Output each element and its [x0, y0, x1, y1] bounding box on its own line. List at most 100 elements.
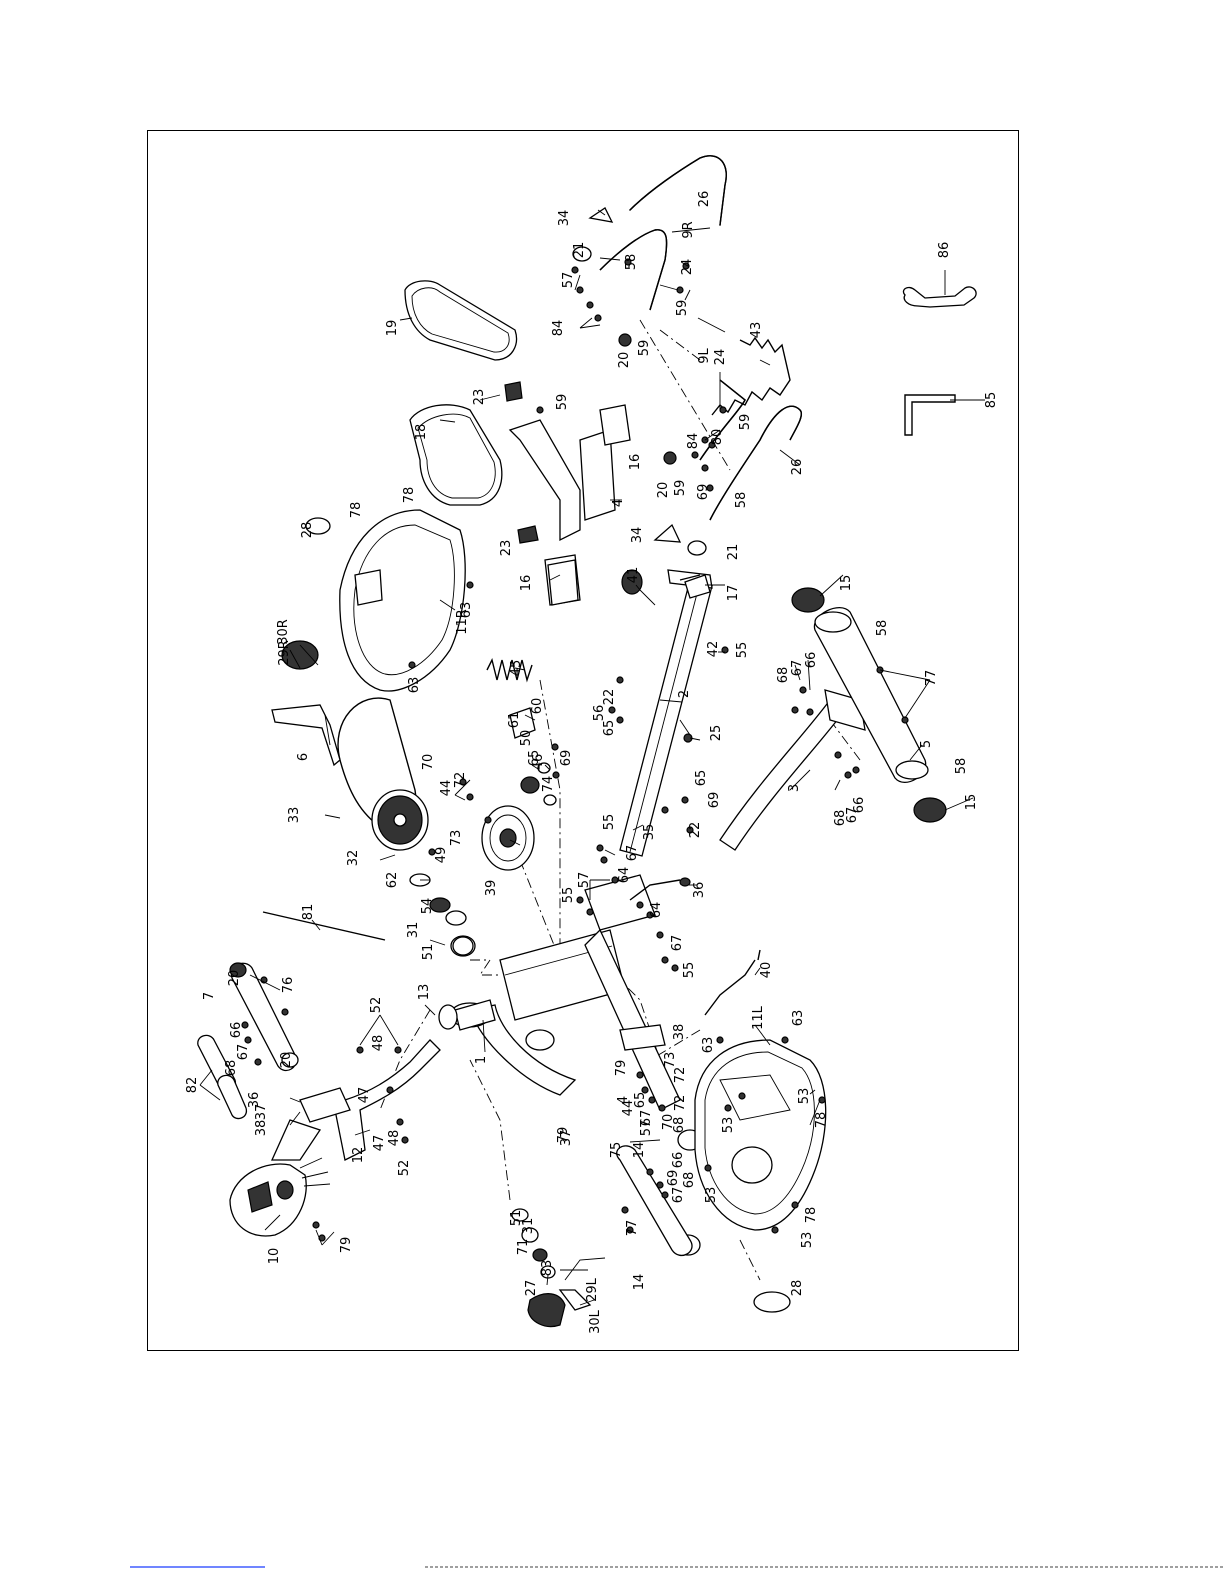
part-label-61: 61 — [507, 712, 522, 729]
part-label-34: 34 — [630, 527, 645, 544]
part-label-41: 41 — [626, 567, 641, 584]
part-label-69: 69 — [696, 484, 711, 501]
part-label-58: 58 — [954, 758, 969, 775]
part-label-86: 86 — [937, 242, 952, 259]
part-label-49: 49 — [434, 847, 449, 864]
part-label-59: 59 — [555, 394, 570, 411]
part-label-28: 28 — [790, 1280, 805, 1297]
part-label-31: 31 — [406, 922, 421, 939]
part-label-79: 79 — [614, 1060, 629, 1077]
part-label-26: 26 — [790, 459, 805, 476]
part-label-55: 55 — [602, 814, 617, 831]
left-shroud-part — [694, 1039, 827, 1313]
part-label-13: 13 — [417, 984, 432, 1001]
part-label-65: 65 — [694, 770, 709, 787]
part-label-30l: 30L — [588, 1309, 603, 1334]
hardware-screws — [241, 258, 909, 1242]
part-label-39: 39 — [484, 880, 499, 897]
part-label-78: 78 — [814, 1112, 829, 1129]
part-label-57: 57 — [577, 872, 592, 889]
console-part — [229, 1157, 331, 1237]
part-label-70: 70 — [661, 1114, 676, 1131]
part-label-68: 68 — [833, 810, 848, 827]
part-label-85: 85 — [984, 392, 999, 409]
part-label-14: 14 — [632, 1274, 647, 1291]
part-label-59: 59 — [675, 300, 690, 317]
part-label-48: 48 — [387, 1130, 402, 1147]
part-label-64: 64 — [649, 902, 664, 919]
part-label-66: 66 — [804, 652, 819, 669]
part-label-55: 55 — [682, 962, 697, 979]
right-shroud-part — [305, 509, 466, 692]
part-label-46: 46 — [531, 754, 546, 771]
part-label-84: 84 — [686, 433, 701, 450]
page-footer-rule — [130, 1566, 1225, 1568]
part-label-20: 20 — [617, 352, 632, 369]
part-label-68: 68 — [682, 1172, 697, 1189]
part-label-34: 34 — [557, 210, 572, 227]
part-label-67: 67 — [639, 1110, 654, 1127]
part-label-45: 45 — [509, 660, 524, 677]
pulse-sensor-cable — [711, 336, 791, 416]
part-label-65: 65 — [633, 1092, 648, 1109]
part-label-64: 64 — [617, 867, 632, 884]
part-label-55: 55 — [735, 642, 750, 659]
part-label-70: 70 — [421, 754, 436, 771]
part-label-59: 59 — [673, 480, 688, 497]
part-label-42: 42 — [706, 641, 721, 658]
part-label-14: 14 — [632, 1142, 647, 1159]
part-label-65: 65 — [602, 720, 617, 737]
crank-part — [271, 640, 592, 1328]
part-label-44: 44 — [439, 780, 454, 797]
part-label-69: 69 — [666, 1170, 681, 1187]
part-label-53: 53 — [704, 1187, 719, 1204]
part-label-78: 78 — [804, 1207, 819, 1224]
part-label-17: 17 — [726, 585, 741, 602]
part-label-67: 67 — [236, 1044, 251, 1061]
part-label-67: 67 — [845, 807, 860, 824]
part-label-54: 54 — [420, 898, 435, 915]
part-label-18: 18 — [414, 424, 429, 441]
seat-cushion-part — [409, 404, 503, 506]
guide-rod — [262, 911, 386, 941]
part-label-36: 36 — [247, 1092, 262, 1109]
part-label-53: 53 — [721, 1117, 736, 1134]
part-label-4: 4 — [616, 1096, 631, 1104]
part-label-73: 73 — [663, 1052, 678, 1069]
part-label-47: 47 — [372, 1135, 387, 1152]
part-label-83: 83 — [540, 1260, 555, 1277]
part-label-37: 37 — [254, 1104, 269, 1121]
part-label-26: 26 — [697, 191, 712, 208]
part-label-78: 78 — [349, 502, 364, 519]
part-label-71: 71 — [516, 1239, 531, 1256]
rear-stabilizer-part — [616, 1145, 693, 1256]
part-label-57: 57 — [561, 272, 576, 289]
part-label-79: 79 — [339, 1237, 354, 1254]
part-label-67: 67 — [671, 1187, 686, 1204]
part-label-65: 65 — [527, 750, 542, 767]
part-label-37: 37 — [559, 1130, 574, 1147]
part-label-77: 77 — [924, 670, 939, 687]
part-label-36: 36 — [692, 882, 707, 899]
part-label-84: 84 — [551, 320, 566, 337]
part-label-20: 20 — [279, 1052, 294, 1069]
tension-knob — [621, 569, 711, 606]
part-label-75: 75 — [609, 1142, 624, 1159]
part-label-51: 51 — [509, 1210, 524, 1227]
flywheel-part — [481, 805, 535, 871]
part-label-69: 69 — [707, 792, 722, 809]
misc-caps — [438, 207, 707, 1030]
part-label-7: 7 — [202, 992, 217, 1000]
part-label-27: 27 — [524, 1280, 539, 1297]
part-label-21: 21 — [726, 544, 741, 561]
part-label-53: 53 — [800, 1232, 815, 1249]
part-labels: 123445679L9R1011L11R12131414151516161718… — [185, 191, 999, 1334]
part-label-2: 2 — [677, 690, 692, 698]
foam-grips — [197, 1034, 248, 1120]
handle-tube-7 — [229, 962, 299, 1071]
handlebar-part — [599, 155, 802, 521]
part-label-69: 69 — [559, 750, 574, 767]
part-label-56: 56 — [592, 705, 607, 722]
part-label-32: 32 — [346, 850, 361, 867]
